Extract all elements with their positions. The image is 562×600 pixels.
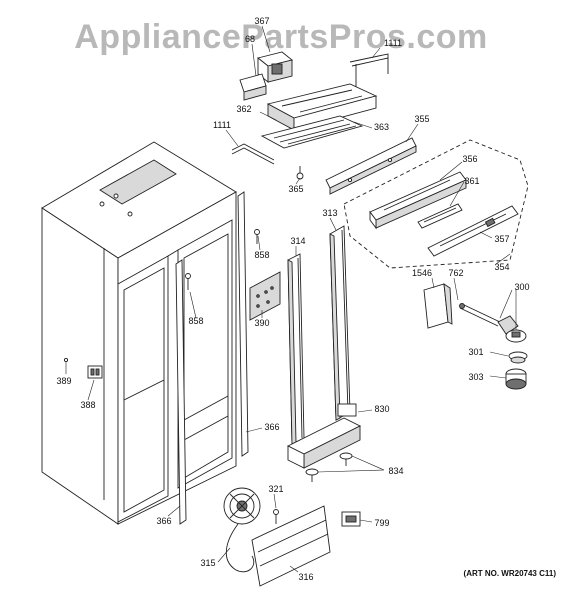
part-799-thermostat <box>341 511 361 527</box>
callout-labels: 367 68 1111 362 363 1111 355 365 356 361… <box>56 16 529 582</box>
callout-830: 830 <box>374 404 389 414</box>
callout-357: 357 <box>494 234 509 244</box>
callout-365: 365 <box>288 184 303 194</box>
part-834-foot-a <box>305 468 319 482</box>
part-321-screw <box>273 509 279 524</box>
part-366-gasket-right <box>237 191 249 457</box>
part-365-screw <box>296 166 304 180</box>
callout-356: 356 <box>462 154 477 164</box>
part-314-channel <box>287 253 305 445</box>
callout-366-left: 366 <box>156 516 171 526</box>
part-762-wire <box>459 303 501 327</box>
part-390-panel <box>249 271 281 321</box>
callout-316: 316 <box>298 572 313 582</box>
callout-389: 389 <box>56 376 71 386</box>
callout-858-left: 858 <box>188 316 203 326</box>
callout-354: 354 <box>494 262 509 272</box>
callout-313: 313 <box>322 208 337 218</box>
callout-367: 367 <box>254 16 269 26</box>
cabinet-body <box>41 141 237 525</box>
control-assembly-354-outline <box>343 139 529 269</box>
callout-762: 762 <box>448 268 463 278</box>
leader-lines <box>65 25 517 573</box>
part-1546-bracket <box>423 283 453 329</box>
part-356-control-housing <box>369 171 467 230</box>
part-361-board <box>417 203 463 229</box>
part-858-screw-b <box>185 273 191 290</box>
callout-321: 321 <box>268 484 283 494</box>
part-362-housing <box>266 83 378 131</box>
art-number: (ART NO. WR20743 C11) <box>464 569 557 578</box>
part-316-cover <box>251 505 331 587</box>
part-830-bracket <box>286 403 362 469</box>
callout-858-right: 858 <box>254 250 269 260</box>
part-68-clip <box>239 73 267 101</box>
part-858-screw-a <box>254 229 260 244</box>
part-357-overlay <box>427 205 519 257</box>
callout-361: 361 <box>464 176 479 186</box>
callout-301: 301 <box>468 347 483 357</box>
part-834-foot-b <box>339 452 353 466</box>
callout-314: 314 <box>290 236 305 246</box>
callout-303: 303 <box>468 372 483 382</box>
part-303-lamp <box>505 368 527 390</box>
part-355-rail <box>325 137 417 195</box>
callout-315: 315 <box>200 558 215 568</box>
callout-355: 355 <box>414 114 429 124</box>
part-301-socket <box>508 351 528 364</box>
callout-300: 300 <box>514 282 529 292</box>
callout-68: 68 <box>245 34 255 44</box>
callout-363: 363 <box>374 122 389 132</box>
part-300-connector <box>497 315 527 343</box>
callout-1111-left: 1111 <box>213 120 231 130</box>
callout-390: 390 <box>254 318 269 328</box>
callout-834: 834 <box>388 466 403 476</box>
callout-388: 388 <box>80 400 95 410</box>
callout-362: 362 <box>236 104 251 114</box>
part-315-fan-motor <box>223 487 261 573</box>
callout-1111-top: 1111 <box>384 38 402 48</box>
part-366-gasket-left <box>175 259 187 525</box>
callout-1546: 1546 <box>412 268 432 278</box>
callout-799: 799 <box>374 518 389 528</box>
part-313-channel <box>329 225 351 421</box>
part-1111-rod-left <box>231 143 275 165</box>
part-363-grille <box>260 115 364 149</box>
callout-366-right: 366 <box>264 422 279 432</box>
watermark-text: AppliancePartsPros.com <box>74 18 487 56</box>
